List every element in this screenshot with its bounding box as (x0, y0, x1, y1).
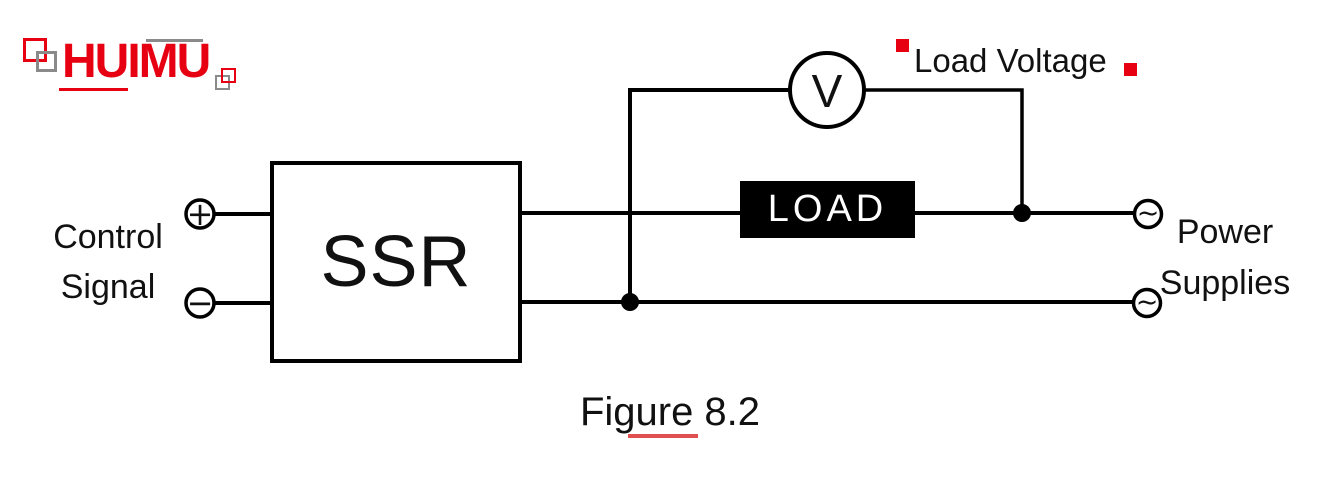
power-supplies-label: Power Supplies (1145, 207, 1305, 309)
junction-dot (1013, 204, 1031, 222)
logo-brand-text: HUIMU (62, 35, 211, 88)
ac-tilde-symbol: ∼ (1136, 198, 1160, 229)
control-signal-line1: Control (53, 218, 163, 256)
logo-square-gray-icon (36, 51, 57, 72)
wire-voltmeter-left-branch (628, 88, 791, 302)
junction-dot (621, 293, 639, 311)
ssr-label: SSR (320, 222, 472, 302)
control-signal-label: Control Signal (30, 212, 186, 312)
ssr-box (270, 161, 522, 363)
minus-terminal-icon (184, 287, 216, 319)
logo-small-square-red-icon (221, 68, 236, 83)
plus-terminal-icon (184, 198, 216, 230)
logo-overline (146, 39, 203, 42)
plus-symbol: + (186, 195, 214, 233)
voltmeter-label: V (811, 65, 843, 117)
ac-source-icon (1132, 198, 1164, 230)
wire-voltmeter-right-branch (863, 88, 1024, 212)
control-signal-line2: Signal (60, 268, 156, 306)
red-square-icon (1124, 63, 1137, 76)
ac-tilde-symbol: ∼ (1135, 287, 1159, 318)
logo-underline (59, 88, 128, 91)
power-supplies-line2: Supplies (1159, 264, 1291, 302)
load-box (740, 181, 915, 238)
load-label: LOAD (767, 188, 888, 230)
minus-symbol: − (186, 284, 214, 322)
huimu-logo: HUIMU (0, 0, 260, 110)
ac-source-icon (1131, 287, 1163, 319)
load-voltage-label: Load Voltage (914, 42, 1107, 79)
figure-caption: Figure 8.2 (579, 390, 761, 434)
logo-square-red-icon (23, 38, 47, 62)
voltmeter-icon (788, 51, 866, 129)
caption-underline (628, 434, 698, 438)
red-square-icon (896, 39, 909, 52)
power-supplies-line1: Power (1176, 213, 1274, 251)
